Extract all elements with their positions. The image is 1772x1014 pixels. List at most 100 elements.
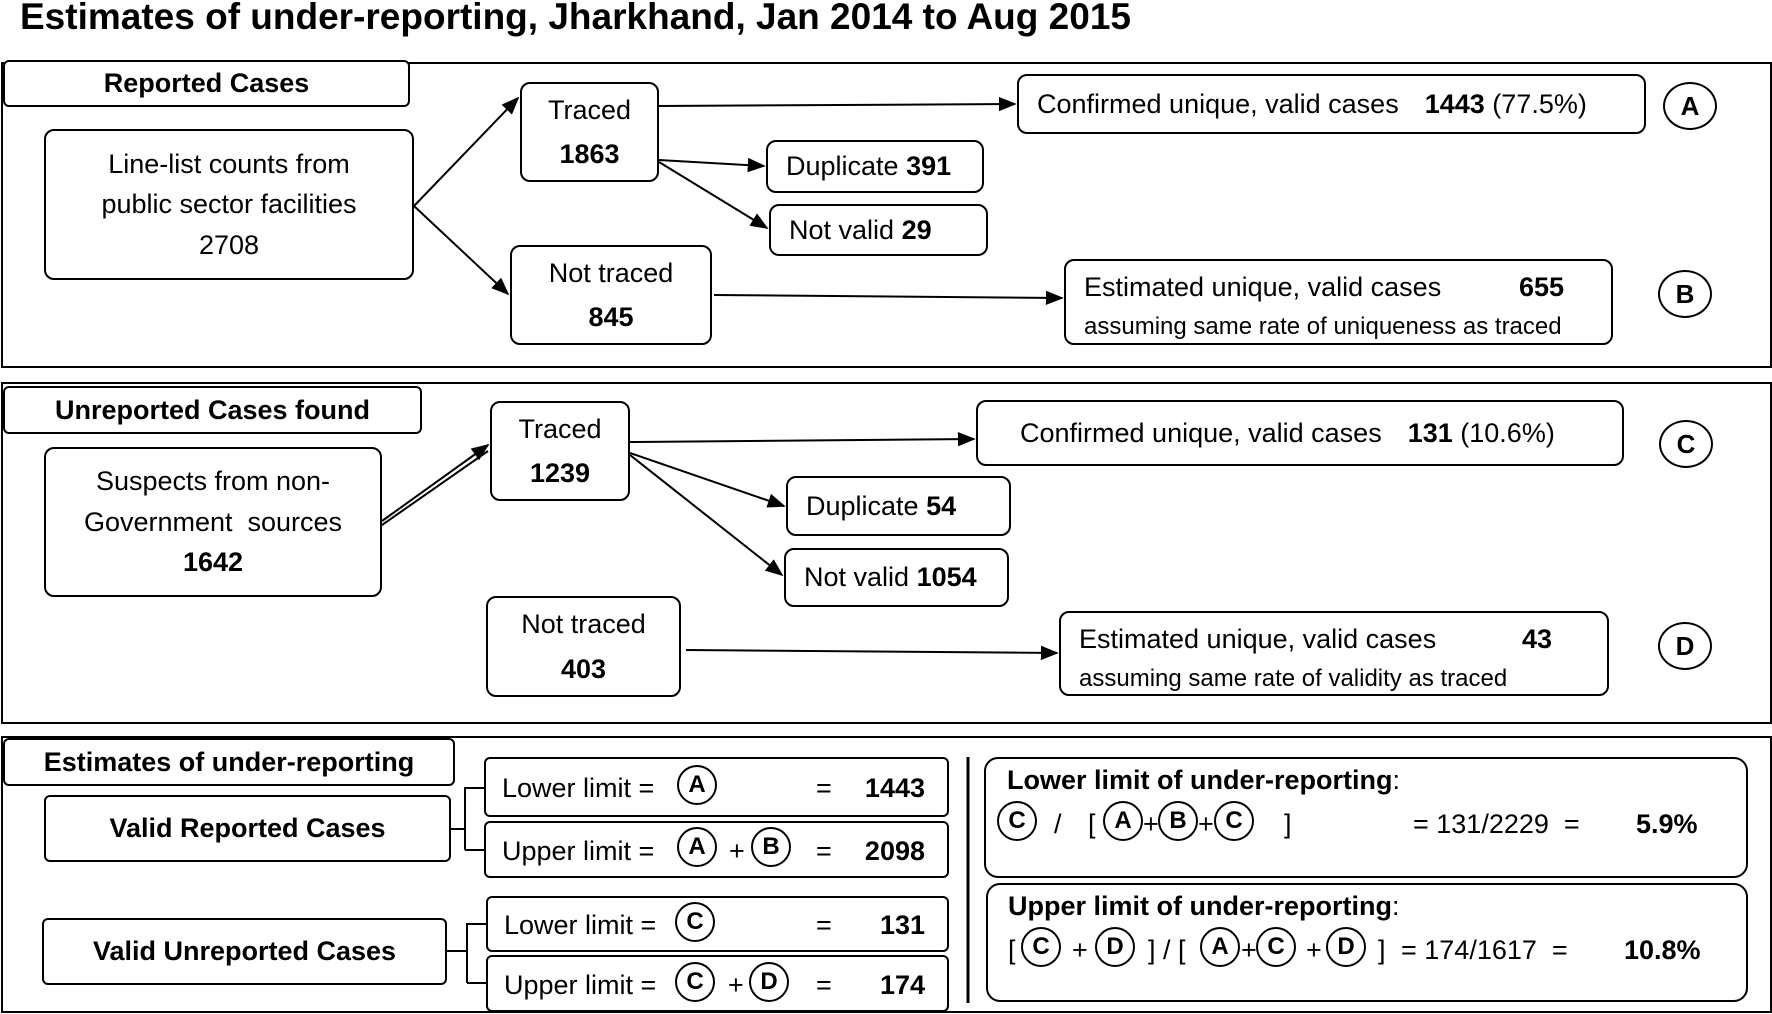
unreported-notvalid-box: Not valid 1054 xyxy=(784,548,1009,607)
reported-traced-label: Traced xyxy=(547,94,632,125)
reported-upper-prefix: Upper limit = xyxy=(502,836,655,866)
circle-d-icon: D xyxy=(1326,927,1366,967)
circle-c-icon: C xyxy=(1214,801,1254,841)
circle-b-icon: B xyxy=(1158,801,1198,841)
circle-c-icon: C xyxy=(1021,927,1061,967)
plus-sign: + xyxy=(1198,809,1214,839)
circle-a-icon: A xyxy=(1200,927,1240,967)
reported-confirmed-pct: (77.5%) xyxy=(1492,88,1587,119)
plus-sign: + xyxy=(728,970,744,1000)
circle-d-icon: D xyxy=(1095,927,1135,967)
unreported-source-line1: Suspects from non- xyxy=(95,466,331,497)
unreported-source-box: Suspects from non- Government sources 16… xyxy=(44,447,382,597)
reported-traced-box: Traced 1863 xyxy=(520,82,659,182)
unreported-lower-equals: = xyxy=(816,910,832,940)
unreported-lower-value: 131 xyxy=(879,910,925,940)
close-slash-open: ] / [ xyxy=(1148,935,1186,965)
slash: / xyxy=(1054,809,1062,839)
reported-lower-prefix: Lower limit = xyxy=(502,773,655,803)
reported-notvalid-count: 29 xyxy=(901,214,932,245)
plus-sign: + xyxy=(1241,935,1257,965)
reported-nottraced-box: Not traced 845 xyxy=(510,245,712,345)
valid-reported-box: Valid Reported Cases xyxy=(44,795,451,862)
marker-d: D xyxy=(1658,622,1712,670)
reported-duplicate-count: 391 xyxy=(906,151,952,182)
unreported-traced-box: Traced 1239 xyxy=(490,401,630,501)
reported-source-count: 2708 xyxy=(198,229,260,260)
unreported-nottraced-box: Not traced 403 xyxy=(486,596,681,697)
unreported-notvalid-count: 1054 xyxy=(916,562,977,593)
unreported-lower-prefix: Lower limit = xyxy=(504,910,657,940)
unreported-source-line2: Government sources xyxy=(83,506,343,537)
estimates-header: Estimates of under-reporting xyxy=(3,738,455,786)
reported-confirmed-box: Confirmed unique, valid cases 1443 (77.5… xyxy=(1017,74,1646,134)
unreported-header: Unreported Cases found xyxy=(3,386,422,434)
unreported-nottraced-count: 403 xyxy=(560,653,607,684)
unreported-nottraced-label: Not traced xyxy=(521,609,646,640)
upper-ur-title-line: Upper limit of under-reporting: xyxy=(1008,890,1400,922)
colon: : xyxy=(1392,891,1400,921)
reported-upper-equals: = xyxy=(816,836,832,866)
colon: : xyxy=(1392,765,1401,795)
reported-nottraced-count: 845 xyxy=(588,302,634,332)
reported-source-line1: Line-list counts from xyxy=(108,148,350,179)
unreported-upper-value: 174 xyxy=(879,970,925,1000)
circle-d-icon: D xyxy=(749,962,789,1002)
unreported-source-count: 1642 xyxy=(182,547,244,578)
lower-underreporting-box: Lower limit of under-reporting: C / [ A … xyxy=(984,757,1748,878)
reported-duplicate-box: Duplicate 391 xyxy=(766,140,984,193)
marker-a: A xyxy=(1663,82,1717,130)
upper-ur-title: Upper limit of under-reporting xyxy=(1008,891,1392,921)
reported-panel xyxy=(1,62,1772,368)
lower-ur-title-line: Lower limit of under-reporting: xyxy=(1007,764,1400,796)
reported-nottraced-label: Not traced xyxy=(548,257,674,288)
reported-lower-limit-box: Lower limit = A = 1443 xyxy=(484,757,949,817)
unreported-lower-limit-box: Lower limit = C = 131 xyxy=(486,896,949,952)
reported-header: Reported Cases xyxy=(3,60,410,107)
lower-ur-result: 5.9% xyxy=(1636,809,1698,839)
unreported-estimated-note: assuming same rate of validity as traced xyxy=(1079,665,1508,692)
reported-confirmed-count: 1443 xyxy=(1424,88,1485,119)
plus-sign: + xyxy=(1072,935,1088,965)
circle-a-icon: A xyxy=(677,765,717,805)
plus-sign: + xyxy=(1306,935,1322,965)
reported-notvalid-label: Not valid xyxy=(789,214,895,245)
upper-ur-calc: = 174/1617 = xyxy=(1401,935,1568,965)
reported-upper-value: 2098 xyxy=(864,836,925,866)
unreported-upper-equals: = xyxy=(816,970,832,1000)
marker-b: B xyxy=(1658,270,1712,318)
valid-unreported-box: Valid Unreported Cases xyxy=(42,918,447,985)
unreported-duplicate-count: 54 xyxy=(926,490,957,521)
reported-estimated-note: assuming same rate of uniqueness as trac… xyxy=(1084,313,1562,340)
unreported-confirmed-pct: (10.6%) xyxy=(1460,417,1555,448)
circle-c-icon: C xyxy=(1256,927,1296,967)
unreported-notvalid-label: Not valid xyxy=(804,562,910,593)
close-bracket: ] xyxy=(1284,809,1292,839)
reported-duplicate-label: Duplicate xyxy=(786,151,899,182)
circle-a-icon: A xyxy=(677,827,717,867)
reported-estimated-count: 655 xyxy=(1519,272,1565,302)
circle-a-icon: A xyxy=(1103,801,1143,841)
unreported-duplicate-label: Duplicate xyxy=(806,490,919,521)
reported-estimated-box: Estimated unique, valid cases 655 assumi… xyxy=(1064,259,1613,345)
reported-lower-value: 1443 xyxy=(864,773,925,803)
unreported-upper-limit-box: Upper limit = C + D = 174 xyxy=(486,955,949,1012)
unreported-estimated-box: Estimated unique, valid cases 43 assumin… xyxy=(1059,611,1609,696)
unreported-confirmed-box: Confirmed unique, valid cases 131 (10.6%… xyxy=(976,400,1624,466)
reported-estimated-label: Estimated unique, valid cases xyxy=(1084,272,1442,302)
upper-ur-result: 10.8% xyxy=(1624,935,1701,965)
open-bracket: [ xyxy=(1008,935,1016,965)
unreported-panel xyxy=(1,382,1772,724)
upper-underreporting-box: Upper limit of under-reporting: [ C + D … xyxy=(986,883,1748,1002)
marker-c: C xyxy=(1659,420,1713,468)
reported-confirmed-label: Confirmed unique, valid cases xyxy=(1037,88,1399,119)
unreported-traced-count: 1239 xyxy=(529,458,591,488)
plus-sign: + xyxy=(729,836,745,866)
close-bracket: ] xyxy=(1378,935,1386,965)
reported-traced-count: 1863 xyxy=(559,139,620,169)
reported-lower-equals: = xyxy=(816,773,832,803)
diagram-title: Estimates of under-reporting, Jharkhand,… xyxy=(20,0,1131,37)
reported-source-line2: public sector facilities xyxy=(101,189,357,220)
unreported-estimated-count: 43 xyxy=(1522,624,1553,654)
